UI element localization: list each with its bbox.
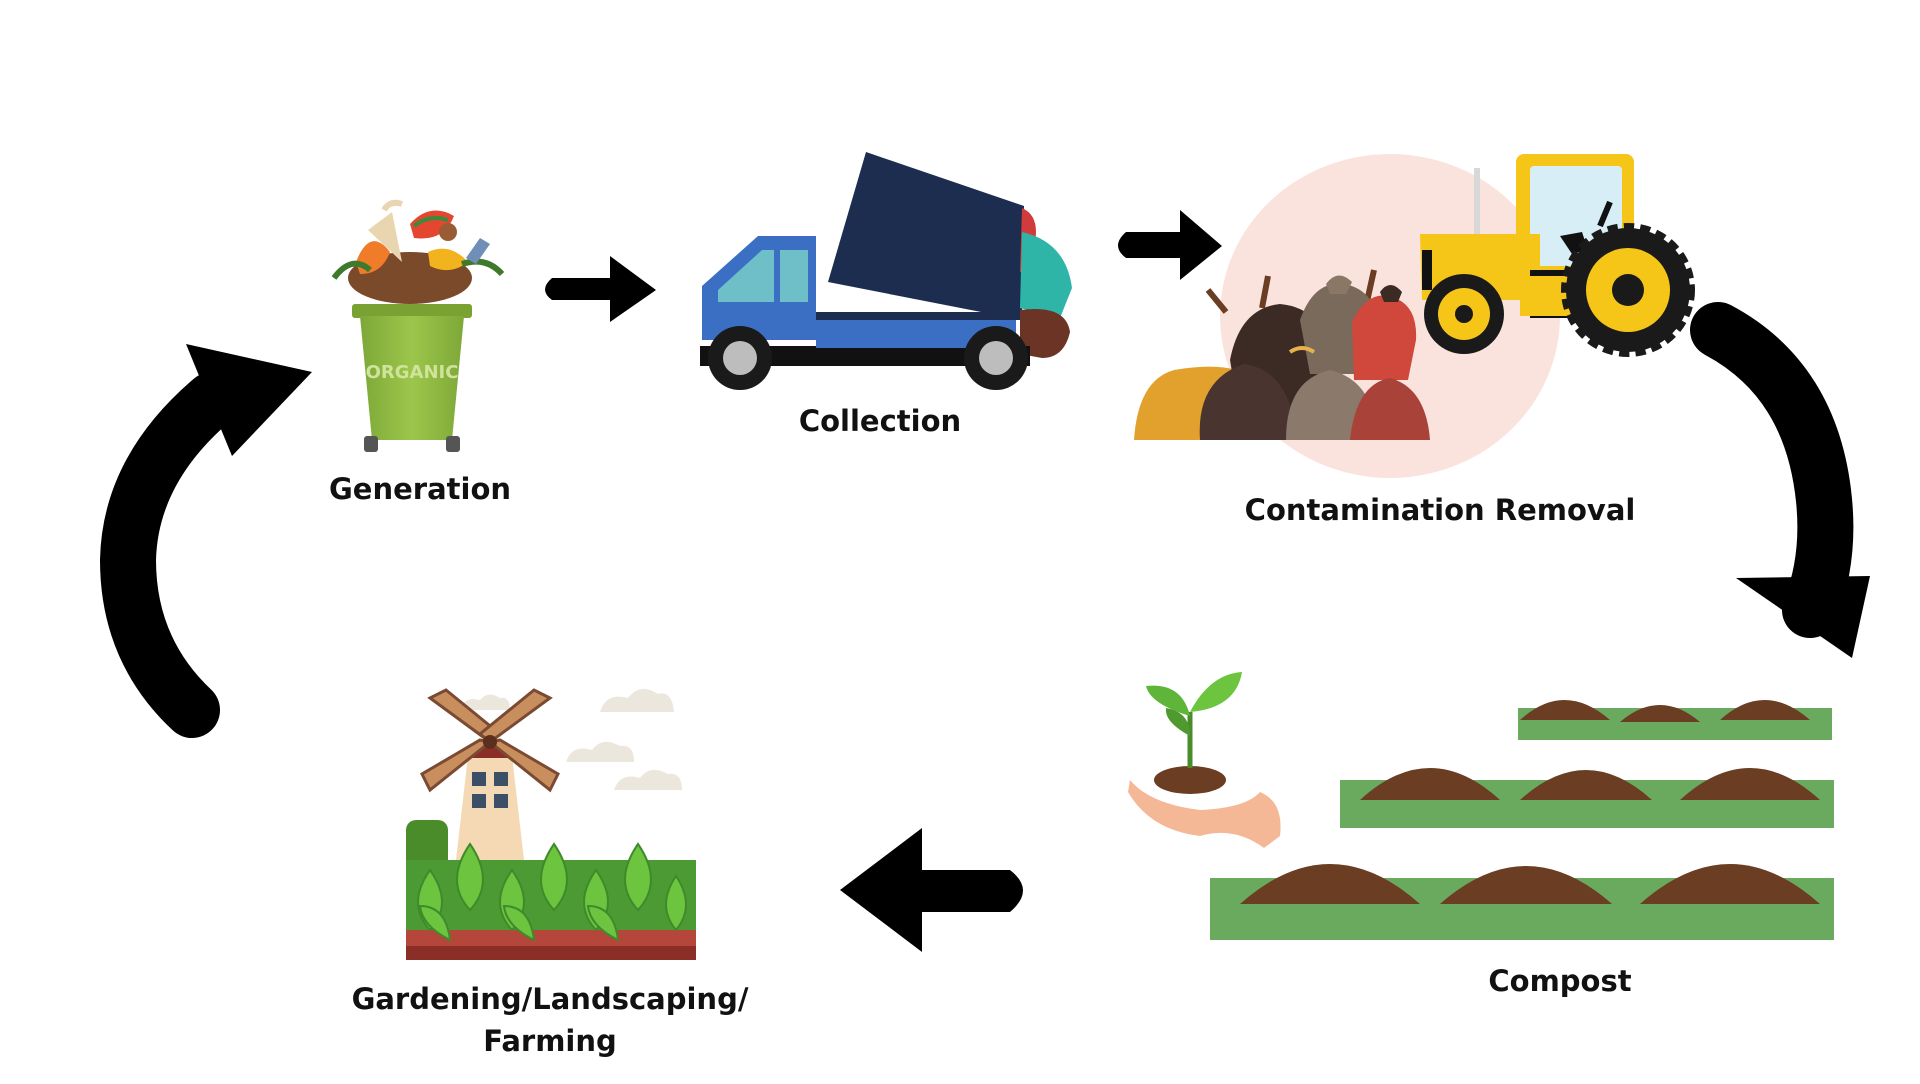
bin-text: ORGANIC — [366, 362, 459, 383]
tractor-icon — [1420, 154, 1695, 357]
arrow-right-icon — [545, 256, 656, 322]
arrow-right-icon — [1118, 210, 1222, 280]
cloud-icon — [460, 688, 682, 790]
garbage-truck-icon — [700, 152, 1072, 390]
windmill-farm-icon — [406, 688, 696, 960]
compost-piles-icon — [1210, 700, 1834, 940]
hand-seedling-icon — [1128, 672, 1281, 848]
contamination-removal-scene — [1134, 154, 1695, 478]
stage-label-gardening-line2: Farming — [483, 1024, 617, 1059]
stage-label-gardening: Gardening/Landscaping/ Farming — [330, 978, 770, 1062]
organic-bin-icon: ORGANIC — [331, 199, 505, 452]
stage-label-compost: Compost — [1488, 964, 1632, 998]
stage-label-collection: Collection — [798, 404, 962, 438]
arrow-curved-down-icon — [1690, 302, 1870, 658]
stage-label-contamination-removal: Contamination Removal — [1244, 493, 1636, 527]
arrow-left-icon — [840, 828, 1023, 952]
food-scraps-icon — [331, 199, 505, 304]
arrow-curved-up-icon — [99, 344, 312, 738]
garbage-bags-icon — [1134, 269, 1430, 440]
stage-label-gardening-line1: Gardening/Landscaping/ — [351, 982, 749, 1016]
stage-label-generation: Generation — [328, 472, 512, 506]
